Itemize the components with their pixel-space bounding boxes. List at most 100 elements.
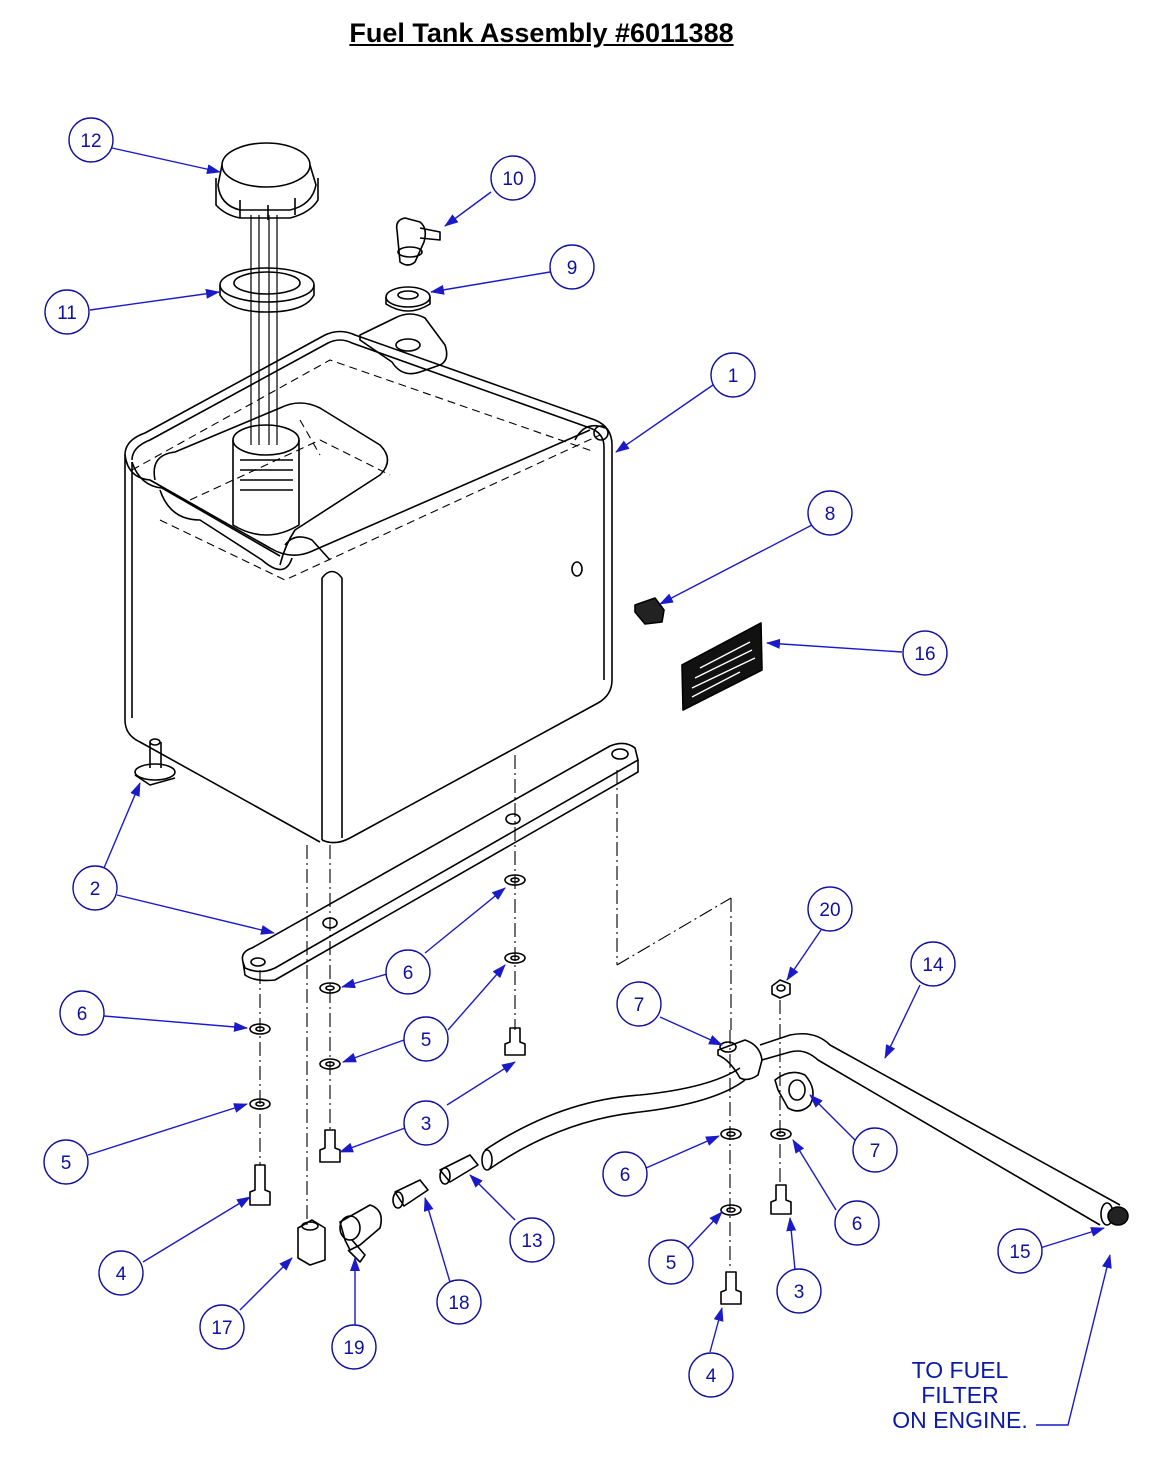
to-fuel-filter-note: TO FUEL FILTER ON ENGINE. <box>880 1358 1040 1433</box>
callout-circle <box>199 1304 245 1350</box>
filler-neck <box>232 424 300 536</box>
hose-barb <box>392 1179 429 1209</box>
callout-11: 11 <box>44 289 90 335</box>
callout-13: 13 <box>509 1217 555 1263</box>
callout-circle <box>43 1139 89 1185</box>
hardware-far-right <box>770 1128 792 1215</box>
fuel-tank <box>124 313 613 844</box>
axis-lines <box>259 755 781 1270</box>
callout-5b: 5 <box>43 1139 89 1185</box>
callout-label: 18 <box>448 1293 469 1314</box>
callout-circle <box>852 1127 898 1173</box>
callout-3b: 3 <box>776 1268 822 1314</box>
callout-label: 4 <box>116 1264 127 1285</box>
callout-circle <box>403 1016 449 1062</box>
callout-circle <box>776 1268 822 1314</box>
fuel-cap <box>215 142 319 220</box>
callout-label: 20 <box>819 900 840 921</box>
fuel-hose <box>481 1067 746 1171</box>
callout-label: 6 <box>403 963 414 984</box>
callout-circle <box>807 886 853 932</box>
hardware-center-left <box>319 982 341 1163</box>
callout-label: 5 <box>666 1253 677 1274</box>
callout-20: 20 <box>807 886 853 932</box>
callout-10: 10 <box>490 155 536 201</box>
callout-circle <box>72 865 118 911</box>
drain-plug <box>634 597 665 625</box>
callout-16: 16 <box>902 630 948 676</box>
callout-8: 8 <box>807 490 853 536</box>
diagram-title: Fuel Tank Assembly #6011388 <box>349 18 734 48</box>
warning-decal <box>681 622 763 711</box>
callout-label: 9 <box>567 258 578 279</box>
callout-circle <box>648 1239 694 1285</box>
callout-circle <box>834 1200 880 1246</box>
callout-circle <box>710 352 756 398</box>
mounting-stud <box>134 738 176 786</box>
callout-circle <box>910 941 956 987</box>
return-tube <box>759 1032 1121 1226</box>
callout-circle <box>403 1100 449 1146</box>
callout-label: 12 <box>80 131 101 152</box>
callout-6b: 6 <box>59 990 105 1036</box>
callout-6c: 6 <box>602 1151 648 1197</box>
callout-4b: 4 <box>688 1352 734 1398</box>
callout-label: 14 <box>922 955 944 976</box>
callout-circle <box>59 990 105 1036</box>
hardware-center <box>504 874 526 1056</box>
callout-circle <box>509 1217 555 1263</box>
callout-label: 10 <box>502 169 523 190</box>
callout-circle <box>616 981 662 1027</box>
callout-3a: 3 <box>403 1100 449 1146</box>
callout-label: 3 <box>421 1114 432 1135</box>
callout-label: 19 <box>343 1338 364 1359</box>
callout-circle <box>602 1151 648 1197</box>
callout-19: 19 <box>331 1324 377 1370</box>
callout-5a: 5 <box>403 1016 449 1062</box>
callout-6a: 6 <box>385 949 431 995</box>
note-line-3: ON ENGINE. <box>892 1407 1028 1433</box>
callout-label: 5 <box>61 1153 72 1174</box>
callout-circle <box>68 117 114 163</box>
callout-circle <box>688 1352 734 1398</box>
callout-circle <box>490 155 536 201</box>
callout-circle <box>44 289 90 335</box>
hardware-left <box>249 1023 271 1206</box>
note-line-1: TO FUEL <box>911 1357 1009 1383</box>
callout-label: 2 <box>90 879 101 900</box>
callout-label: 6 <box>852 1214 863 1235</box>
callout-9: 9 <box>549 244 595 290</box>
callout-4a: 4 <box>98 1250 144 1296</box>
lock-nut <box>771 979 791 999</box>
callout-label: 8 <box>825 504 836 525</box>
hardware-right <box>720 1128 742 1305</box>
callout-circle <box>997 1228 1043 1274</box>
cap-stem <box>250 215 278 445</box>
callout-label: 13 <box>521 1231 542 1252</box>
callout-7a: 7 <box>616 981 662 1027</box>
hose-clamps <box>717 1039 814 1112</box>
callout-label: 6 <box>620 1165 631 1186</box>
tube-end-fitting <box>1107 1206 1129 1226</box>
callout-label: 17 <box>211 1318 232 1339</box>
callout-label: 5 <box>421 1030 432 1051</box>
callout-label: 7 <box>634 995 645 1016</box>
leader-lines <box>87 147 1112 1426</box>
callout-6d: 6 <box>834 1200 880 1246</box>
vent-grommet <box>385 286 431 312</box>
callout-label: 4 <box>706 1366 717 1387</box>
callout-18: 18 <box>436 1279 482 1325</box>
callout-7b: 7 <box>852 1127 898 1173</box>
callout-14: 14 <box>910 941 956 987</box>
callout-circle <box>385 949 431 995</box>
callout-circle <box>436 1279 482 1325</box>
callout-12: 12 <box>68 117 114 163</box>
callout-circle <box>549 244 595 290</box>
callout-17: 17 <box>199 1304 245 1350</box>
callout-circle <box>807 490 853 536</box>
note-line-2: FILTER <box>921 1382 999 1408</box>
inline-adapter <box>439 1154 479 1185</box>
callout-15: 15 <box>997 1228 1043 1274</box>
shutoff-valve <box>339 1204 383 1263</box>
